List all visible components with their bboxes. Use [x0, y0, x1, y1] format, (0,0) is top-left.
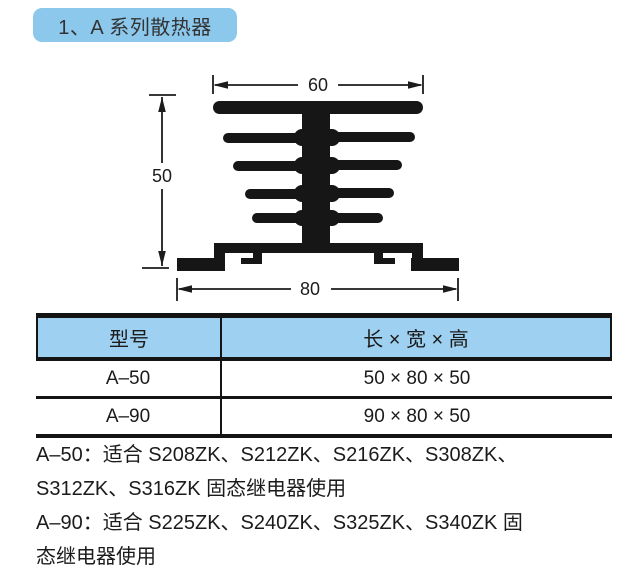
- dimension-top-width: 60: [212, 75, 424, 95]
- hook-left-lip: [241, 258, 262, 264]
- fin-left: [252, 213, 313, 223]
- note-line: S312ZK、S316ZK 固态继电器使用: [36, 478, 347, 500]
- arrow-right-icon: [443, 285, 458, 293]
- arrow-left-icon: [177, 285, 192, 293]
- hook-right-lip: [374, 258, 395, 264]
- arrow-left-icon: [213, 81, 228, 89]
- arrow-up-icon: [158, 97, 166, 112]
- note-line: A–50：适合 S208ZK、S212ZK、S216ZK、S308ZK、: [36, 444, 518, 466]
- table-cell-model: A–50: [36, 361, 222, 396]
- table-cell-size: 50 × 80 × 50: [363, 367, 471, 389]
- section-title-badge: 1、A 系列散热器: [33, 8, 237, 42]
- fin-right: [322, 132, 415, 142]
- table-cell-model: A–90: [36, 399, 222, 434]
- arrow-down-icon: [158, 251, 166, 266]
- table-row: A–50 50 × 80 × 50: [36, 361, 612, 399]
- compatibility-notes: A–50：适合 S208ZK、S212ZK、S216ZK、S308ZK、 S31…: [36, 438, 614, 574]
- base-foot-right: [411, 258, 459, 271]
- fin-right: [322, 213, 383, 223]
- spec-table: 型号 长 × 宽 × 高 A–50 50 × 80 × 50 A–90 90 ×…: [36, 313, 612, 438]
- dim-label-bottom: 80: [300, 279, 320, 299]
- note-line: 态继电器使用: [36, 546, 156, 568]
- fin-left: [223, 133, 313, 143]
- table-header-row: 型号 长 × 宽 × 高: [36, 318, 612, 361]
- arrow-right-icon: [408, 81, 423, 89]
- dimension-bottom-width: 80: [176, 278, 459, 301]
- base-riser-right: [412, 243, 423, 271]
- table-header-model: 型号: [38, 318, 222, 357]
- fin-right: [322, 188, 394, 198]
- fin-left: [245, 189, 313, 199]
- dimension-height: 50: [142, 94, 176, 269]
- fin-right: [322, 160, 402, 170]
- base-riser-left: [214, 243, 225, 271]
- section-title: 1、A 系列散热器: [58, 16, 212, 39]
- table-cell-size: 90 × 80 × 50: [363, 405, 471, 427]
- dim-label-top: 60: [308, 75, 328, 95]
- table-row: A–90 90 × 80 × 50: [36, 399, 612, 434]
- heatsink-profile: [177, 101, 459, 271]
- base-foot-left: [177, 258, 225, 271]
- fin-left: [233, 161, 313, 171]
- table-header-size: 长 × 宽 × 高: [363, 329, 469, 351]
- dim-label-height: 50: [152, 166, 172, 186]
- heatsink-base: [214, 243, 423, 253]
- note-line: A–90：适合 S225ZK、S240ZK、S325ZK、S340ZK 固: [36, 512, 523, 534]
